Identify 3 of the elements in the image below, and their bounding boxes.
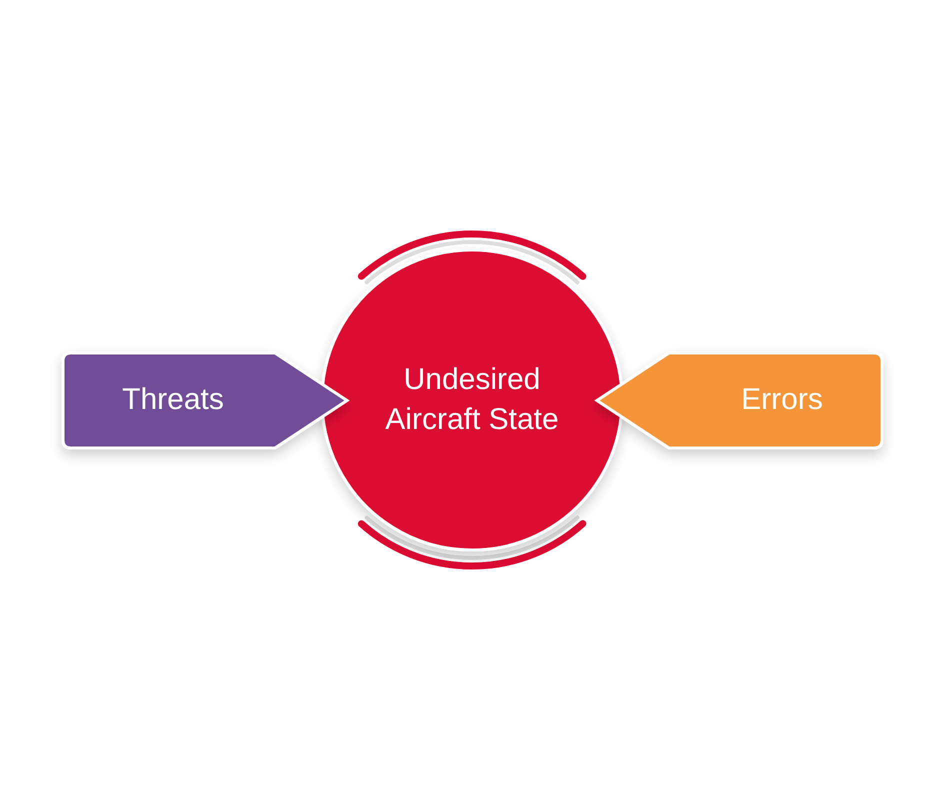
- node-label: Errors: [741, 382, 823, 418]
- node-label: Threats: [122, 382, 224, 418]
- node-label: Undesired Aircraft State: [384, 362, 560, 438]
